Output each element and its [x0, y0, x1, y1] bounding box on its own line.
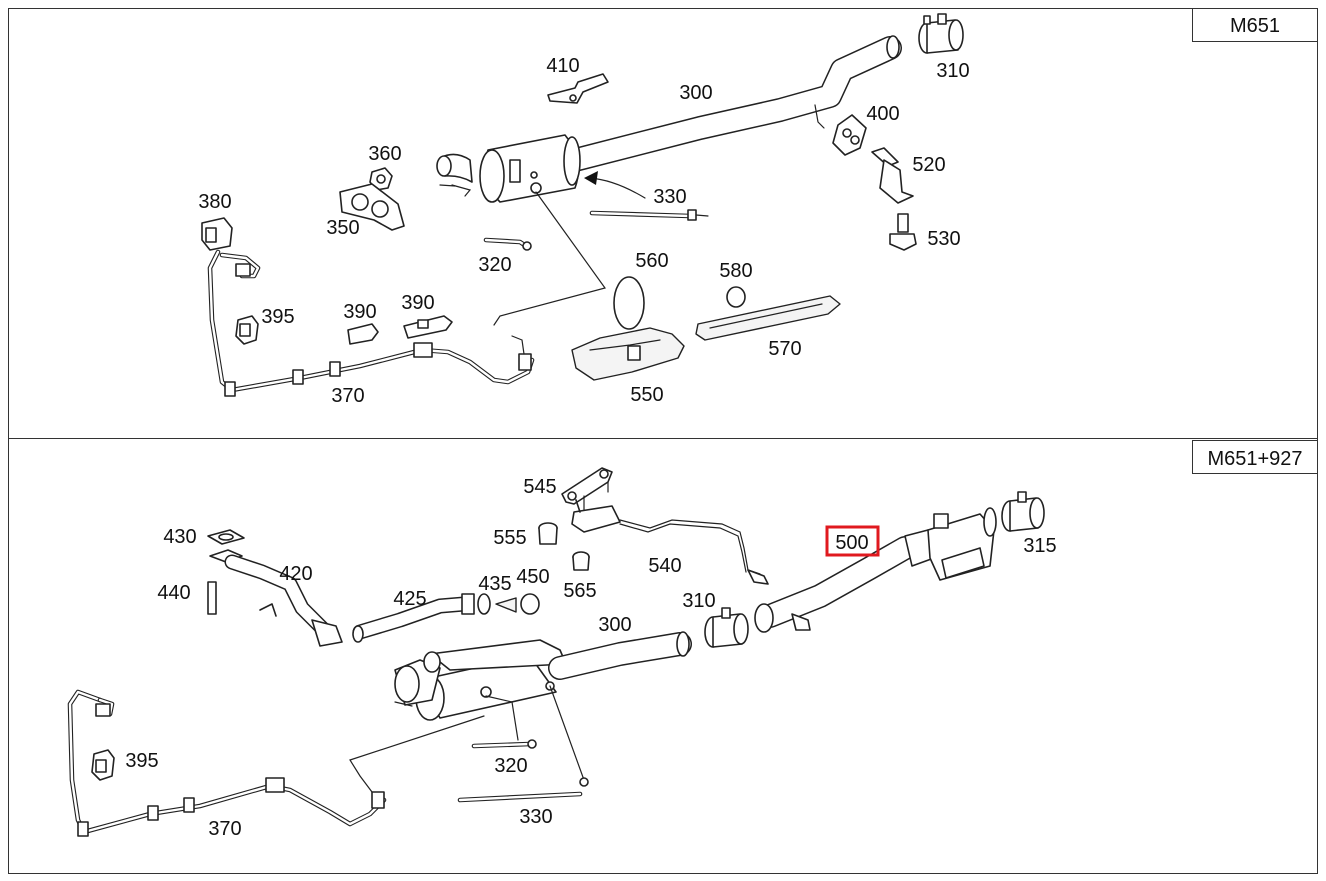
label-380: 380 — [198, 191, 231, 213]
label-320: 320 — [478, 254, 511, 276]
part-550-shield — [571, 327, 685, 381]
part-555-nut — [538, 522, 558, 545]
part-390-clip-a — [347, 323, 379, 345]
part-315-clamp — [1001, 491, 1045, 532]
part-390-clip-b — [403, 315, 453, 339]
label-360: 360 — [368, 143, 401, 165]
part-310-clamp-bottom — [704, 607, 749, 648]
part-565-nut — [572, 551, 590, 571]
label-310: 310 — [682, 590, 715, 612]
top-parts — [201, 13, 964, 397]
part-570-shield — [695, 295, 841, 341]
label-300: 300 — [679, 82, 712, 104]
label-555: 555 — [493, 527, 526, 549]
label-500: 500 — [835, 532, 868, 554]
part-dpf-canister — [436, 134, 581, 203]
label-570: 570 — [768, 338, 801, 360]
highlight-box-500 — [825, 525, 880, 557]
label-395: 395 — [261, 306, 294, 328]
label-310: 310 — [936, 60, 969, 82]
label-370: 370 — [331, 385, 364, 407]
part-560-ring — [613, 276, 645, 330]
part-520-hanger — [871, 147, 914, 204]
part-395-clip — [235, 315, 259, 345]
part-580-clamp — [726, 286, 746, 308]
part-310-clamp — [918, 13, 964, 54]
part-370-harness — [207, 249, 535, 397]
label-440: 440 — [157, 582, 190, 604]
label-530: 530 — [927, 228, 960, 250]
label-315: 315 — [1023, 535, 1056, 557]
part-370-harness-bottom — [67, 689, 485, 837]
part-300-pipe-bottom — [548, 631, 692, 680]
label-395: 395 — [125, 750, 158, 772]
label-410: 410 — [546, 55, 579, 77]
label-300: 300 — [598, 614, 631, 636]
part-450-part — [495, 593, 540, 615]
labels-top: 410 300 310 400 520 360 330 380 350 530 … — [198, 55, 969, 407]
label-430: 430 — [163, 526, 196, 548]
label-330: 330 — [519, 806, 552, 828]
label-320: 320 — [494, 755, 527, 777]
part-530-bolt — [889, 213, 917, 251]
part-350-gasket — [339, 183, 405, 231]
label-560: 560 — [635, 250, 668, 272]
label-520: 520 — [912, 154, 945, 176]
labels-bottom: 545 430 555 500 315 420 540 440 425 435 … — [125, 476, 1056, 840]
label-580: 580 — [719, 260, 752, 282]
label-400: 400 — [866, 103, 899, 125]
label-550: 550 — [630, 384, 663, 406]
section-tag-bottom: M651+927 — [1192, 440, 1318, 474]
label-390-a: 390 — [343, 301, 376, 323]
part-sensor-module — [571, 499, 769, 585]
label-545: 545 — [523, 476, 556, 498]
label-450: 450 — [516, 566, 549, 588]
part-400-mount — [832, 114, 867, 156]
label-370: 370 — [208, 818, 241, 840]
label-425: 425 — [393, 588, 426, 610]
part-410-bracket — [547, 73, 609, 104]
label-390-b: 390 — [401, 292, 434, 314]
part-425-pipe — [352, 593, 475, 643]
label-330: 330 — [653, 186, 686, 208]
section-frame-bottom — [8, 438, 1318, 874]
section-tag-top: M651 — [1192, 8, 1318, 42]
label-540: 540 — [648, 555, 681, 577]
part-395-clip-bottom — [91, 749, 115, 781]
section-tag-text: M651 — [1230, 15, 1280, 37]
section-tag-text: M651+927 — [1207, 448, 1302, 470]
part-440-stud — [207, 581, 217, 615]
part-300-pipe — [563, 35, 902, 172]
part-320-pipe — [483, 237, 532, 251]
label-435: 435 — [478, 573, 511, 595]
label-350: 350 — [326, 217, 359, 239]
label-420: 420 — [279, 563, 312, 585]
part-360-nut — [369, 167, 393, 191]
part-545-bracket — [561, 467, 613, 511]
label-565: 565 — [563, 580, 596, 602]
part-435-ring — [477, 593, 491, 615]
part-330-probe — [589, 209, 709, 221]
part-330-probe-bottom — [457, 685, 589, 803]
part-dpf-bottom — [394, 639, 567, 721]
part-430-gasket — [207, 529, 245, 545]
bottom-parts — [67, 467, 1045, 837]
part-380-sensor — [201, 217, 233, 251]
part-420-pipe — [209, 549, 343, 647]
part-500-catalyst — [754, 507, 997, 633]
part-320-pipe-bottom — [471, 695, 537, 749]
